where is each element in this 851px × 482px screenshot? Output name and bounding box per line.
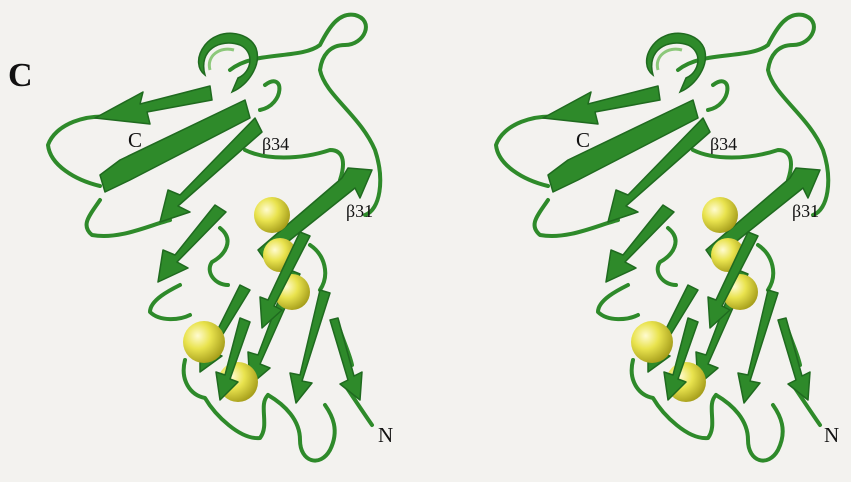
protein-ribbon-right [496,15,828,461]
protein-ribbon-left [48,15,380,461]
panel-letter: C [8,57,33,94]
beta34-label-right: β34 [710,134,737,154]
right-stereo-view: C β34 β31 N [496,15,839,461]
n-terminus-label-right: N [824,423,839,447]
beta31-label-left: β31 [346,201,373,221]
c-terminus-label-left: C [128,128,142,152]
beta31-label-right: β31 [792,201,819,221]
beta34-label-left: β34 [262,134,289,154]
left-stereo-view: C β34 β31 N [48,15,393,461]
n-terminus-label-left: N [378,423,393,447]
c-terminus-label-right: C [576,128,590,152]
